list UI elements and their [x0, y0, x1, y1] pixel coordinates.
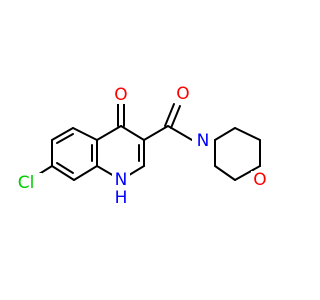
label-background [174, 85, 192, 103]
atom-label-o: O [253, 170, 266, 190]
atom-label-o: O [114, 85, 127, 105]
bond [167, 125, 193, 141]
label-background [10, 173, 42, 193]
bond [56, 133, 74, 144]
bond [120, 125, 145, 141]
bond [214, 127, 236, 141]
bond [51, 127, 74, 141]
bond [51, 165, 75, 181]
atom-ring-nh: N H [112, 170, 130, 208]
bond [164, 103, 175, 127]
atom-label-h: H [115, 188, 128, 208]
bond [234, 165, 261, 181]
molecule-diagram: O O N O N H Cl [10, 84, 269, 208]
label-background [251, 171, 269, 189]
atom-morpholine-nitrogen: N [192, 131, 212, 151]
atom-label-n: N [197, 131, 210, 151]
bond [73, 165, 98, 181]
bond [214, 165, 236, 181]
atom-carbonyl-oxygen-ring: O [112, 85, 130, 105]
bond [234, 127, 261, 141]
atom-label-o: O [176, 84, 189, 104]
atom-morpholine-oxygen: O [251, 170, 269, 190]
atom-carbonyl-oxygen-amide: O [174, 84, 192, 104]
atom-labels: O O N O N H Cl [10, 84, 269, 208]
bond [143, 125, 169, 141]
atom-label-cl: Cl [18, 173, 35, 193]
atom-label-n: N [115, 170, 128, 190]
bonds [35, 99, 261, 181]
bond [170, 105, 181, 129]
bond [96, 125, 122, 141]
label-background [192, 132, 212, 150]
atom-chlorine: Cl [10, 173, 42, 193]
bond [72, 127, 98, 141]
label-background [112, 171, 130, 207]
bond [56, 162, 74, 174]
label-background [112, 86, 130, 104]
